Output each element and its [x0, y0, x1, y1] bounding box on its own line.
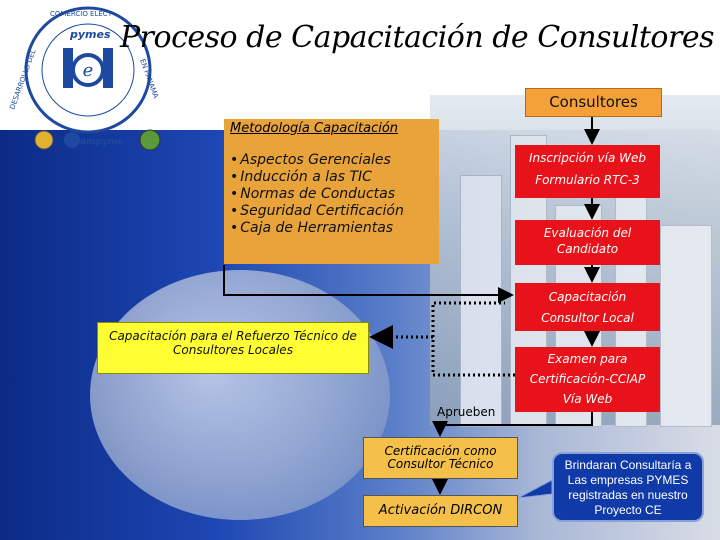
globe-image — [90, 270, 390, 520]
certificacion-box: Certificación como Consultor Técnico — [363, 437, 518, 479]
inscripcion-label-2: Formulario RTC-3 — [535, 173, 640, 187]
examen-box: Examen para Certificación-CCIAP Vía Web — [515, 347, 660, 412]
arrow-metodologia-capacitacion — [223, 265, 514, 303]
refuerzo-label: Capacitación para el Refuerzo Técnico de… — [109, 329, 357, 357]
aprueben-label: Aprueben — [437, 405, 496, 419]
consultores-box: Consultores — [525, 88, 662, 117]
callout-bubble: Brindaran Consultaría a Las empresas PYM… — [552, 452, 704, 522]
capacitacion-box: Capacitación Consultor Local — [515, 283, 660, 331]
capacitacion-label-2: Consultor Local — [541, 311, 634, 325]
logo: e pymes COMERCIO ELECT DESARROLLO DEL EN… — [0, 0, 175, 160]
logo-brand: pymes — [69, 28, 111, 41]
capacitacion-label-1: Capacitación — [548, 290, 627, 304]
inscripcion-box: Inscripción vía Web Formulario RTC-3 — [515, 145, 660, 198]
refuerzo-box: Capacitación para el Refuerzo Técnico de… — [97, 322, 369, 374]
list-item: Aspectos Gerenciales — [230, 152, 404, 169]
activacion-box: Activación DIRCON — [363, 495, 518, 527]
svg-text:ampyme: ampyme — [80, 137, 123, 147]
inscripcion-label-1: Inscripción vía Web — [528, 151, 647, 165]
svg-text:COMERCIO ELECT: COMERCIO ELECT — [50, 10, 113, 18]
svg-text:e: e — [83, 60, 94, 81]
evaluacion-box: Evaluación del Candidato — [515, 220, 660, 265]
list-item: Seguridad Certificación — [230, 203, 404, 220]
list-item: Inducción a las TIC — [230, 169, 404, 186]
evaluacion-label: Evaluación del Candidato — [543, 226, 632, 256]
list-item: Caja de Herramientas — [230, 220, 404, 237]
examen-label-2: Certificación-CCIAP — [529, 372, 646, 386]
callout-pointer — [517, 479, 553, 499]
metodologia-title: Metodología Capacitación — [230, 121, 399, 136]
dotted-feedback-line — [431, 301, 515, 377]
certificacion-label: Certificación como Consultor Técnico — [384, 444, 497, 471]
list-item: Normas de Conductas — [230, 186, 404, 203]
examen-label-3: Vía Web — [562, 392, 613, 406]
pymes-seal-icon: e pymes COMERCIO ELECT DESARROLLO DEL EN… — [8, 6, 161, 151]
page-title: Proceso de Capacitación de Consultores — [120, 20, 714, 55]
metodologia-list: Aspectos Gerenciales Inducción a las TIC… — [230, 152, 404, 237]
arrow-examen-certificacion — [432, 412, 593, 437]
examen-label-1: Examen para — [547, 352, 628, 366]
